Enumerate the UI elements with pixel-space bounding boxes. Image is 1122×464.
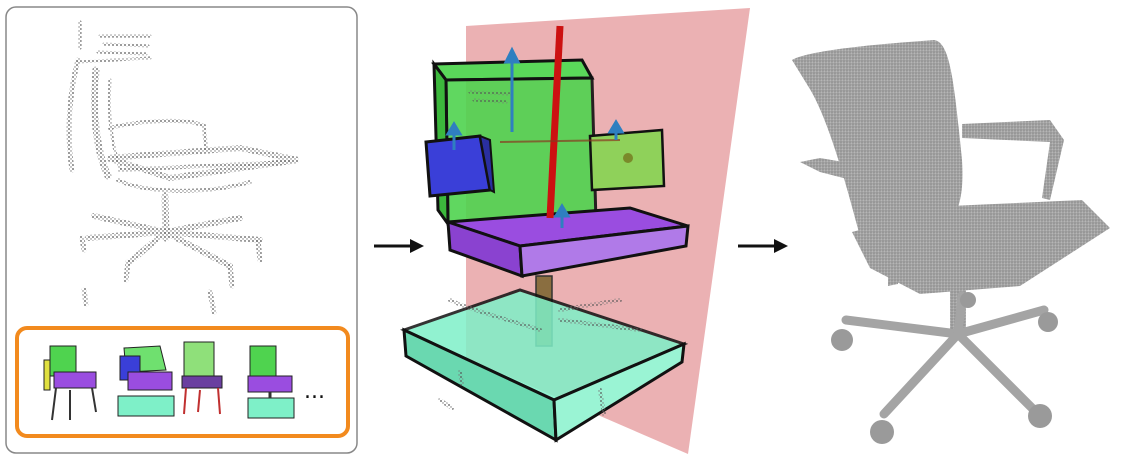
partial-point-cloud-panel: ... xyxy=(5,6,358,454)
completed-back xyxy=(792,40,963,236)
normal-arrows xyxy=(445,46,625,228)
completed-right-arm xyxy=(962,120,1064,200)
more-examples-ellipsis: ... xyxy=(304,379,325,404)
scattered-points xyxy=(438,90,642,416)
partial-chair-point-cloud xyxy=(66,20,299,315)
right-arm-part xyxy=(588,128,666,192)
symmetry-axis xyxy=(546,25,564,219)
base-part xyxy=(400,288,689,443)
completed-seat xyxy=(852,200,1110,294)
chair-prior-thumbnail-2 xyxy=(117,345,175,417)
completed-base xyxy=(841,291,1049,419)
part-prior-examples-box: ... xyxy=(15,326,350,438)
right-arrow-1 xyxy=(374,239,424,253)
right-arrow-2 xyxy=(738,239,788,253)
chair-prior-thumbnail-3 xyxy=(181,341,223,415)
part-structure-panel xyxy=(400,8,750,454)
seat-part xyxy=(446,206,690,279)
completed-point-cloud xyxy=(792,40,1110,444)
completed-left-arm xyxy=(800,158,904,286)
chair-prior-thumbnail-1 xyxy=(43,345,97,421)
completed-casters xyxy=(831,292,1058,444)
axis-crossbar xyxy=(499,139,621,143)
chair-prior-thumbnail-4 xyxy=(247,345,295,419)
left-arm-part xyxy=(424,134,496,198)
